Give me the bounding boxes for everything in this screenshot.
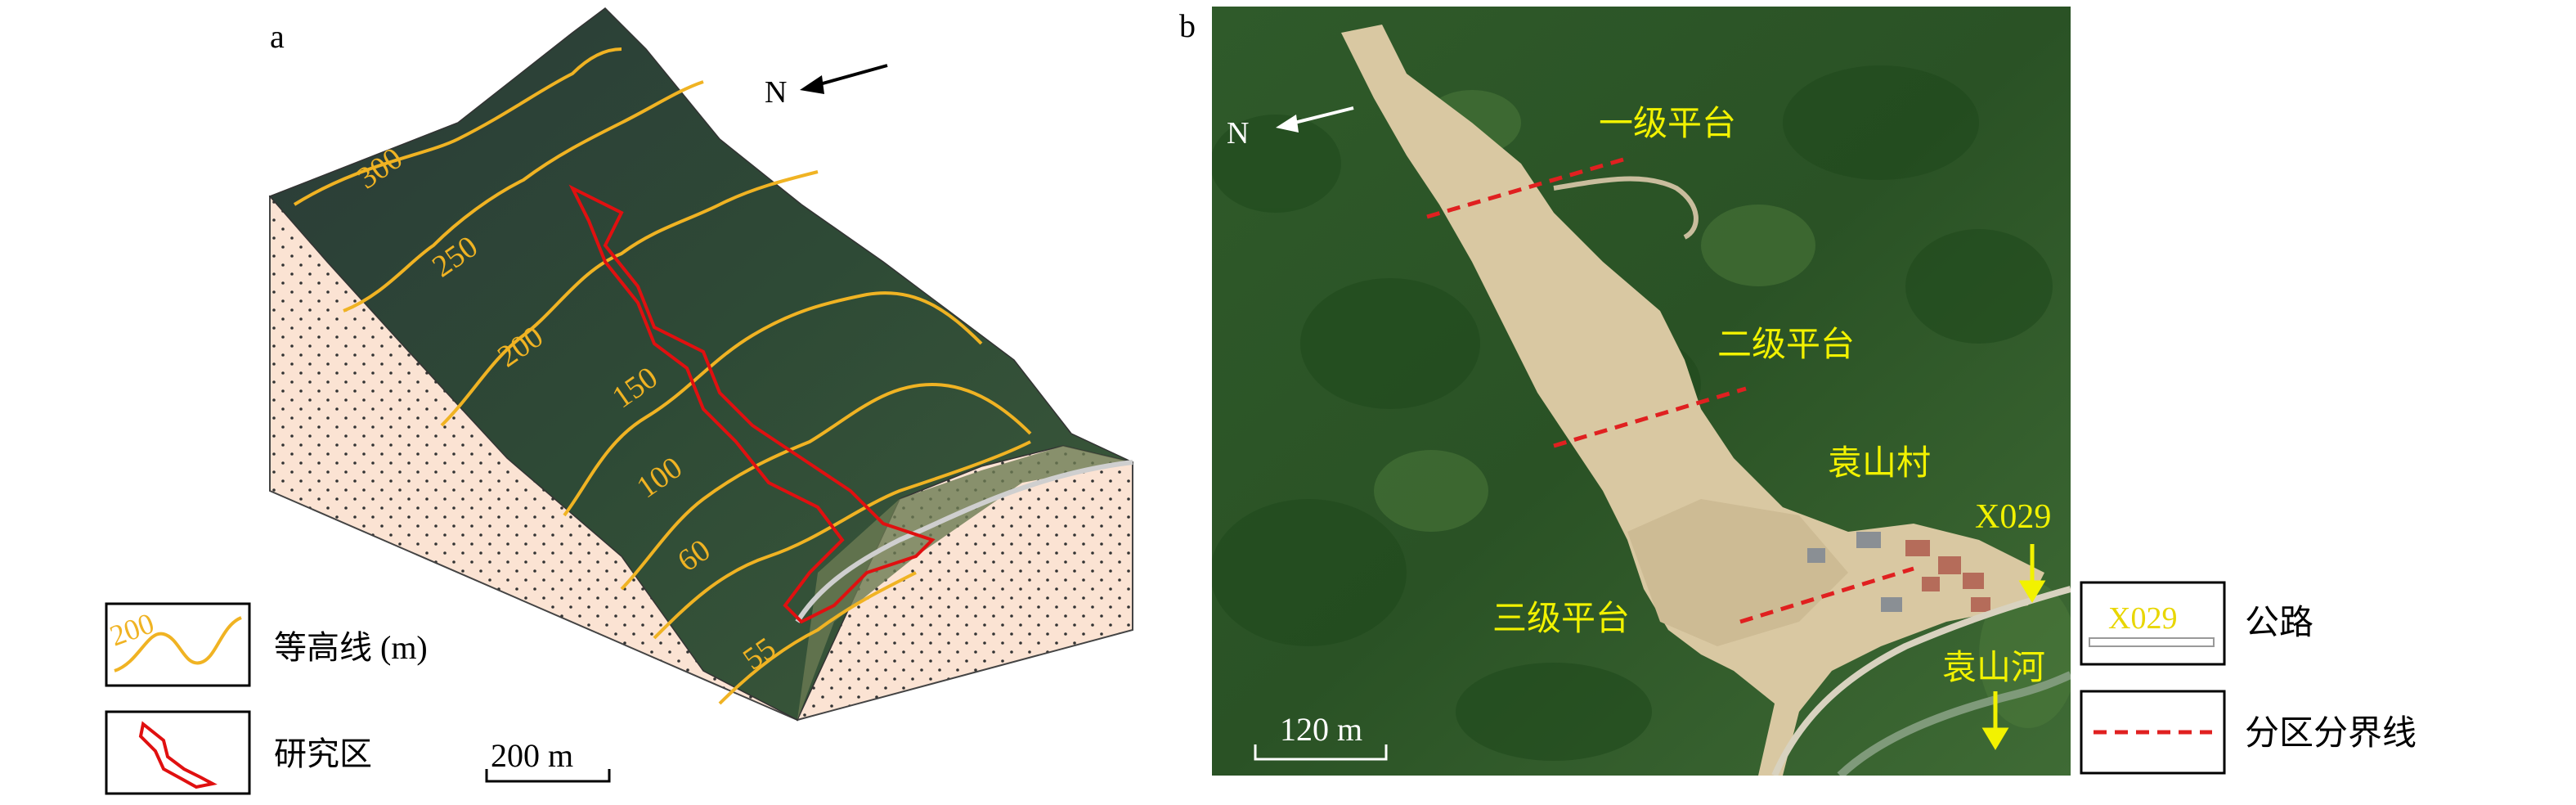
legend-contour-label: 等高线 (m): [274, 629, 428, 666]
panel-b-letter: b: [1179, 7, 1196, 44]
scale-bar-b: 120 m: [1254, 711, 1388, 761]
legend-road-box: [2080, 581, 2226, 666]
legend-contour-line: [114, 616, 242, 672]
panel-a: a 300 250 200 150 100 60: [105, 7, 1133, 795]
boundary-1: [1426, 157, 1624, 219]
village-label: 袁山村: [1828, 445, 1931, 483]
legend-a: 200 等高线 (m) 研究区: [105, 602, 428, 795]
panel-b: b: [1179, 7, 2417, 776]
study-area-outline: [568, 184, 936, 624]
contour-250: [343, 80, 704, 313]
legend-study-label: 研究区: [274, 735, 372, 772]
river-label: 袁山河: [1942, 650, 2045, 687]
contour-55: [718, 571, 917, 705]
village-buildings: [1905, 540, 1990, 612]
scale-bar-b-label: 120 m: [1280, 711, 1362, 748]
legend-study-symbol: [138, 721, 218, 789]
road-label: X029: [1975, 498, 2051, 536]
valley-fields: [797, 446, 1133, 720]
panel-a-letter: a: [270, 18, 285, 55]
contour-60: [653, 440, 1031, 640]
yellow-arrows: [1981, 544, 2046, 750]
platform-1-label: 一级平台: [1599, 106, 1736, 143]
platform-3-label: 三级平台: [1492, 600, 1630, 638]
contour-200: [440, 170, 819, 427]
contour-lines: [293, 47, 1032, 705]
terrain-surface: [268, 7, 1133, 722]
contour-100: [620, 382, 1032, 591]
zone-boundaries: [1426, 157, 1914, 624]
river-b: [1837, 671, 2071, 776]
legend-b: X029 公路 分区分界线: [2080, 581, 2417, 775]
scale-bar-a: 200 m: [485, 737, 611, 783]
legend-road-label: 公路: [2245, 605, 2313, 642]
boundary-3: [1739, 566, 1914, 624]
boundary-2: [1553, 386, 1747, 448]
contour-300: [293, 47, 622, 206]
platform-2-label: 二级平台: [1717, 326, 1855, 364]
road-b: [1771, 586, 2071, 776]
satellite-image: [1212, 7, 2071, 776]
landslide-scar: [1341, 25, 2044, 776]
north-label-b: N: [1227, 116, 1249, 151]
legend-study-box: [105, 710, 251, 795]
contour-150: [563, 291, 983, 517]
north-label-a: N: [765, 75, 787, 110]
legend-boundary-label: 分区分界线: [2245, 715, 2417, 753]
legend-road-sample: X029: [2108, 601, 2177, 636]
map-labels-b: 一级平台 二级平台 三级平台 袁山村 X029 袁山河: [1492, 106, 2051, 687]
scale-bar-a-label: 200 m: [491, 737, 573, 774]
north-arrow-a: N: [765, 64, 888, 110]
north-arrow-b: N: [1227, 106, 1354, 151]
